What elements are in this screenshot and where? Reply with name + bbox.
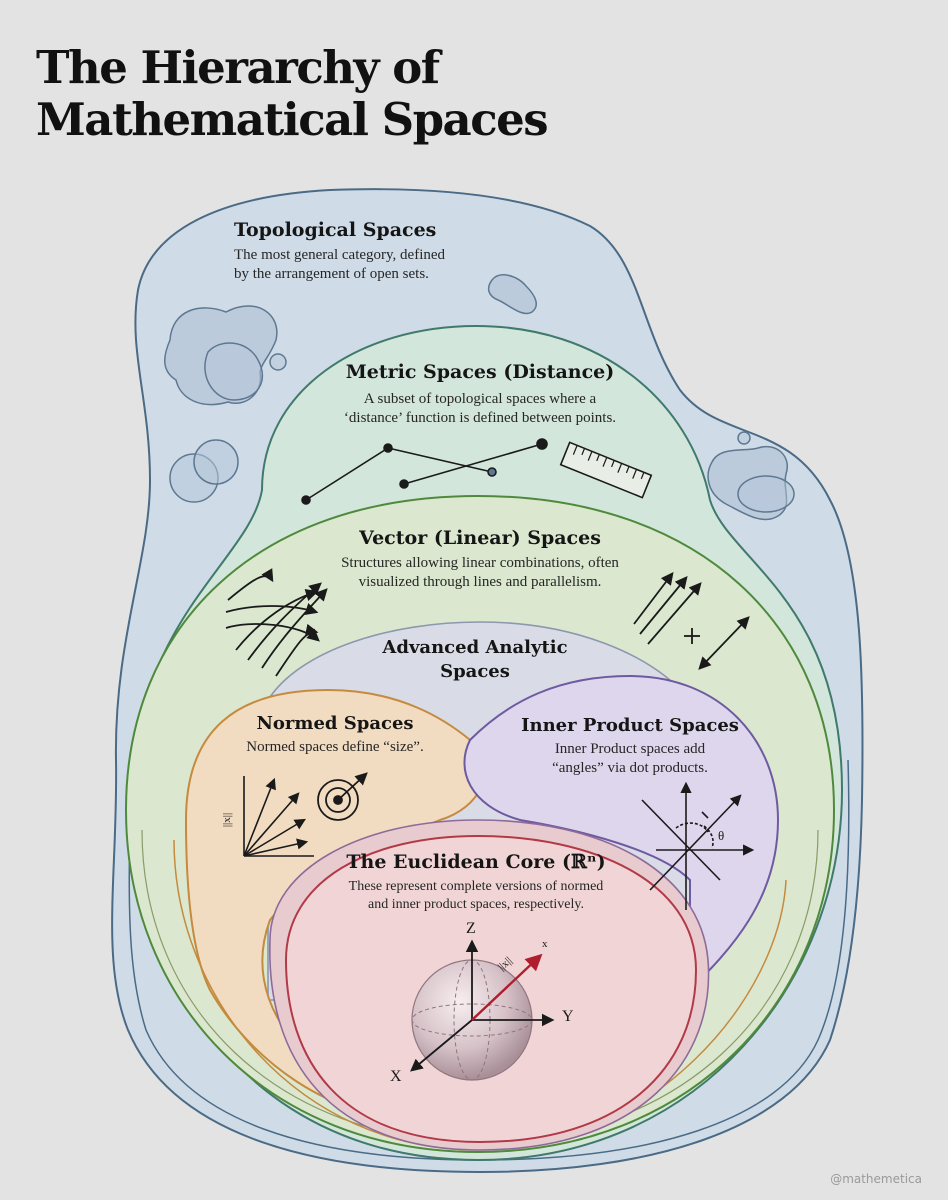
vector-heading: Vector (Linear) Spaces	[359, 527, 601, 549]
inner-product-desc-1: Inner Product spaces add	[554, 741, 706, 757]
axis-x-label: X	[390, 1068, 402, 1085]
analytic-heading-1: Advanced Analytic	[382, 637, 568, 658]
page-title: The Hierarchy of Mathematical Spaces	[36, 41, 549, 146]
distance-icon	[301, 438, 548, 505]
page-title-line-1: The Hierarchy of	[36, 41, 440, 94]
target-icon	[317, 772, 368, 821]
inner-product-heading: Inner Product Spaces	[521, 715, 739, 736]
inner-product-boundary	[463, 674, 780, 993]
topological-desc-1: The most general category, defined	[234, 247, 446, 263]
vector-desc-2: visualized through lines and parallelism…	[358, 574, 602, 590]
open-set-blob-3	[487, 274, 537, 315]
open-set-blob-7	[737, 475, 795, 513]
parallel-vectors-icon	[633, 571, 750, 670]
normed-text: Normed Spaces Normed spaces define “size…	[230, 712, 440, 757]
norm-icon-label: ||x||	[221, 812, 233, 828]
euclidean-desc-1: These represent complete versions of nor…	[348, 879, 604, 894]
angle-axes-icon	[641, 781, 755, 910]
norm-vector	[471, 953, 543, 1021]
inner-product-desc-2: “angles” via dot products.	[552, 760, 708, 776]
euclidean-heading: The Euclidean Core (ℝⁿ)	[346, 851, 606, 873]
open-set-blob-5	[193, 439, 239, 485]
open-set-blobs	[164, 274, 795, 521]
inner-product-region	[463, 674, 780, 993]
metric-heading: Metric Spaces (Distance)	[345, 361, 615, 383]
vector-end-label: x	[542, 938, 548, 950]
metric-desc-2: ‘distance’ function is defined between p…	[343, 410, 617, 426]
theta-label: θ	[718, 828, 725, 843]
euclidean-axes-icon	[410, 939, 555, 1081]
analytic-text: Advanced Analytic Spaces	[370, 636, 580, 684]
vector-text: Vector (Linear) Spaces Structures allowi…	[290, 526, 670, 592]
ruler-icon	[559, 441, 653, 499]
norm-vectors-icon	[243, 776, 314, 857]
axis-z-label: Z	[466, 920, 476, 937]
page-title-line-2: Mathematical Spaces	[36, 93, 549, 146]
axis-y-label: Y	[562, 1008, 574, 1025]
vector-field-icon	[225, 568, 328, 677]
metric-text: Metric Spaces (Distance) A subset of top…	[300, 360, 660, 428]
topological-desc-2: by the arrangement of open sets.	[234, 266, 429, 282]
normed-desc-1: Normed spaces define “size”.	[246, 739, 424, 755]
metric-desc-1: A subset of topological spaces where a	[363, 391, 597, 407]
analytic-heading-2: Spaces	[440, 661, 510, 682]
normed-heading: Normed Spaces	[256, 713, 414, 734]
watermark: @mathemetica	[830, 1172, 922, 1186]
open-set-blob-2	[204, 342, 264, 401]
euclidean-text: The Euclidean Core (ℝⁿ) These represent …	[326, 850, 626, 914]
euclidean-desc-2: and inner product spaces, respectively.	[367, 897, 584, 912]
open-set-dot-1	[269, 353, 287, 371]
topological-text: Topological Spaces The most general cate…	[234, 218, 554, 284]
open-set-dot-2	[737, 431, 751, 445]
topological-heading: Topological Spaces	[234, 219, 437, 241]
inner-product-text: Inner Product Spaces Inner Product space…	[510, 714, 750, 778]
vector-desc-1: Structures allowing linear combinations,…	[341, 555, 619, 571]
